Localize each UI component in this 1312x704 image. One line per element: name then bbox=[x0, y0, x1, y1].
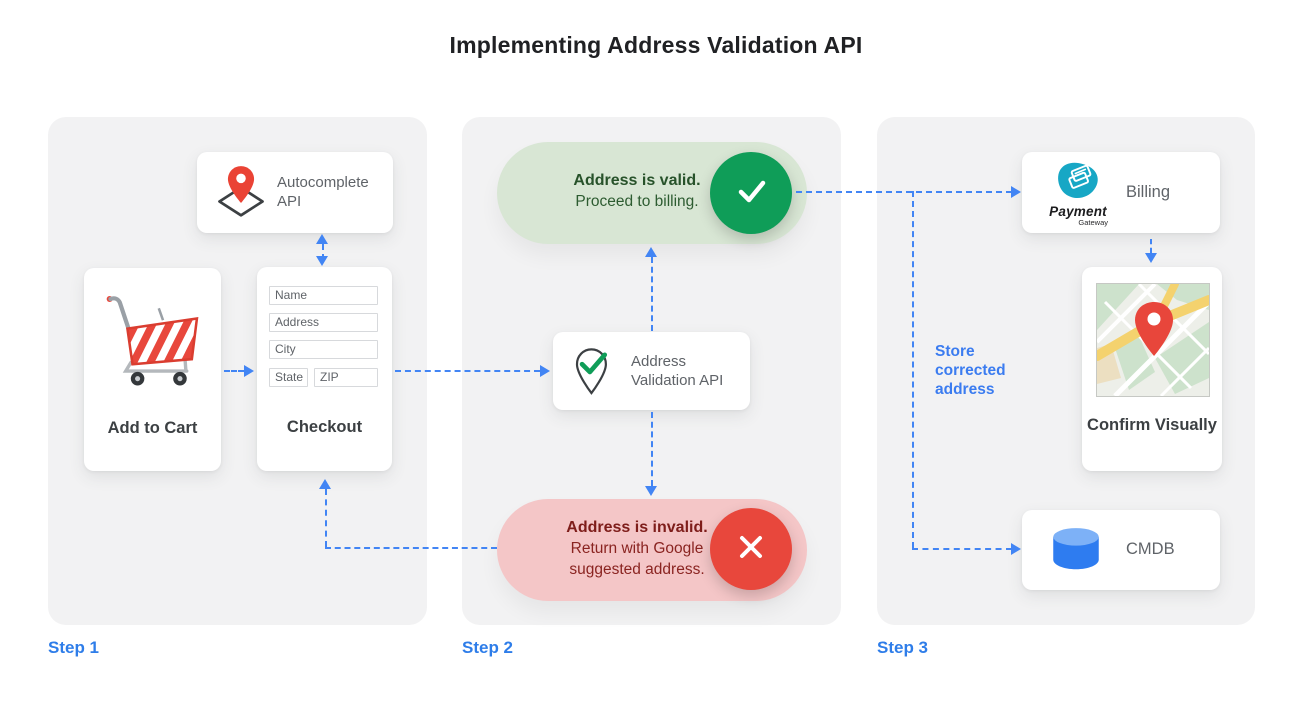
arrow-checkout-validation-line bbox=[395, 370, 540, 372]
address-validation-api-card: Address Validation API bbox=[553, 332, 750, 410]
arrow-cart-checkout-head bbox=[244, 365, 254, 377]
valid-check-circle bbox=[710, 152, 792, 234]
arrow-invalid-return-hline bbox=[325, 547, 497, 549]
cmdb-card: CMDB bbox=[1022, 510, 1220, 590]
arrow-autocomplete-head-up bbox=[316, 234, 328, 244]
arrow-store-cmdb-line bbox=[912, 548, 1012, 550]
arrow-validation-invalid-head bbox=[645, 486, 657, 496]
valid-title: Address is valid. bbox=[573, 172, 701, 189]
autocomplete-pin-icon bbox=[213, 163, 269, 228]
map-pin bbox=[1135, 302, 1173, 356]
checkout-card: Name Address City State ZIP Checkout bbox=[257, 267, 392, 471]
arrow-billing-confirm-head bbox=[1145, 253, 1157, 263]
step1-label: Step 1 bbox=[48, 638, 100, 657]
invalid-subtitle: Return with Google suggested address. bbox=[569, 540, 705, 578]
arrow-invalid-return-vline bbox=[325, 489, 327, 547]
cmdb-label: CMDB bbox=[1126, 540, 1175, 558]
address-field: Address bbox=[269, 313, 378, 332]
name-field: Name bbox=[269, 286, 378, 305]
invalid-title: Address is invalid. bbox=[566, 519, 708, 536]
address-validation-api-label: Address Validation API bbox=[631, 353, 724, 389]
arrow-store-branch-vline bbox=[912, 191, 914, 548]
billing-card: Payment Gateway Billing bbox=[1022, 152, 1220, 233]
invalid-x-circle bbox=[710, 508, 792, 590]
arrow-autocomplete-checkout-line bbox=[322, 244, 324, 260]
page-title: Implementing Address Validation API bbox=[449, 32, 863, 58]
payment-logo-subtitle: Gateway bbox=[1078, 218, 1108, 227]
billing-label: Billing bbox=[1126, 183, 1171, 201]
arrow-invalid-return-head bbox=[319, 479, 331, 489]
payment-gateway-logo: Payment Gateway bbox=[1040, 158, 1116, 227]
valid-subtitle: Proceed to billing. bbox=[575, 193, 699, 210]
address-invalid-pill: Address is invalid. Return with Google s… bbox=[497, 499, 807, 601]
payment-logo-title: Payment bbox=[1049, 204, 1107, 219]
step3-label: Step 3 bbox=[877, 638, 929, 657]
x-icon bbox=[731, 527, 771, 572]
checkmark-icon bbox=[730, 170, 772, 217]
step2-label: Step 2 bbox=[462, 638, 514, 657]
confirm-visually-card: Confirm Visually bbox=[1082, 267, 1222, 471]
arrow-cart-checkout-line bbox=[224, 370, 244, 372]
address-valid-pill: Address is valid. Proceed to billing. bbox=[497, 142, 807, 244]
add-to-cart-card: Add to Cart bbox=[84, 268, 221, 471]
store-corrected-address-note: Store corrected address bbox=[935, 343, 1006, 398]
arrow-valid-billing-head bbox=[1011, 186, 1021, 198]
arrow-store-cmdb-head bbox=[1011, 543, 1021, 555]
map-thumbnail bbox=[1092, 280, 1214, 398]
city-field: City bbox=[269, 340, 378, 359]
zip-field: ZIP bbox=[314, 368, 378, 387]
arrow-billing-confirm-line bbox=[1150, 239, 1152, 253]
checkout-label: Checkout bbox=[286, 418, 363, 436]
autocomplete-api-label: Autocomplete API bbox=[277, 174, 369, 210]
confirm-visually-label: Confirm Visually bbox=[1087, 416, 1217, 434]
autocomplete-api-card: Autocomplete API bbox=[197, 152, 393, 233]
add-to-cart-label: Add to Cart bbox=[107, 419, 198, 437]
arrow-autocomplete-head-down bbox=[316, 256, 328, 266]
arrow-validation-invalid-line bbox=[651, 412, 653, 486]
arrow-validation-valid-line bbox=[651, 257, 653, 331]
arrow-checkout-validation-head bbox=[540, 365, 550, 377]
arrow-valid-billing-line bbox=[796, 191, 1012, 193]
state-field: State bbox=[269, 368, 308, 387]
database-icon bbox=[1048, 524, 1104, 581]
shopping-cart-icon bbox=[96, 288, 208, 393]
validation-pin-check-icon bbox=[568, 344, 618, 405]
arrow-validation-valid-head bbox=[645, 247, 657, 257]
